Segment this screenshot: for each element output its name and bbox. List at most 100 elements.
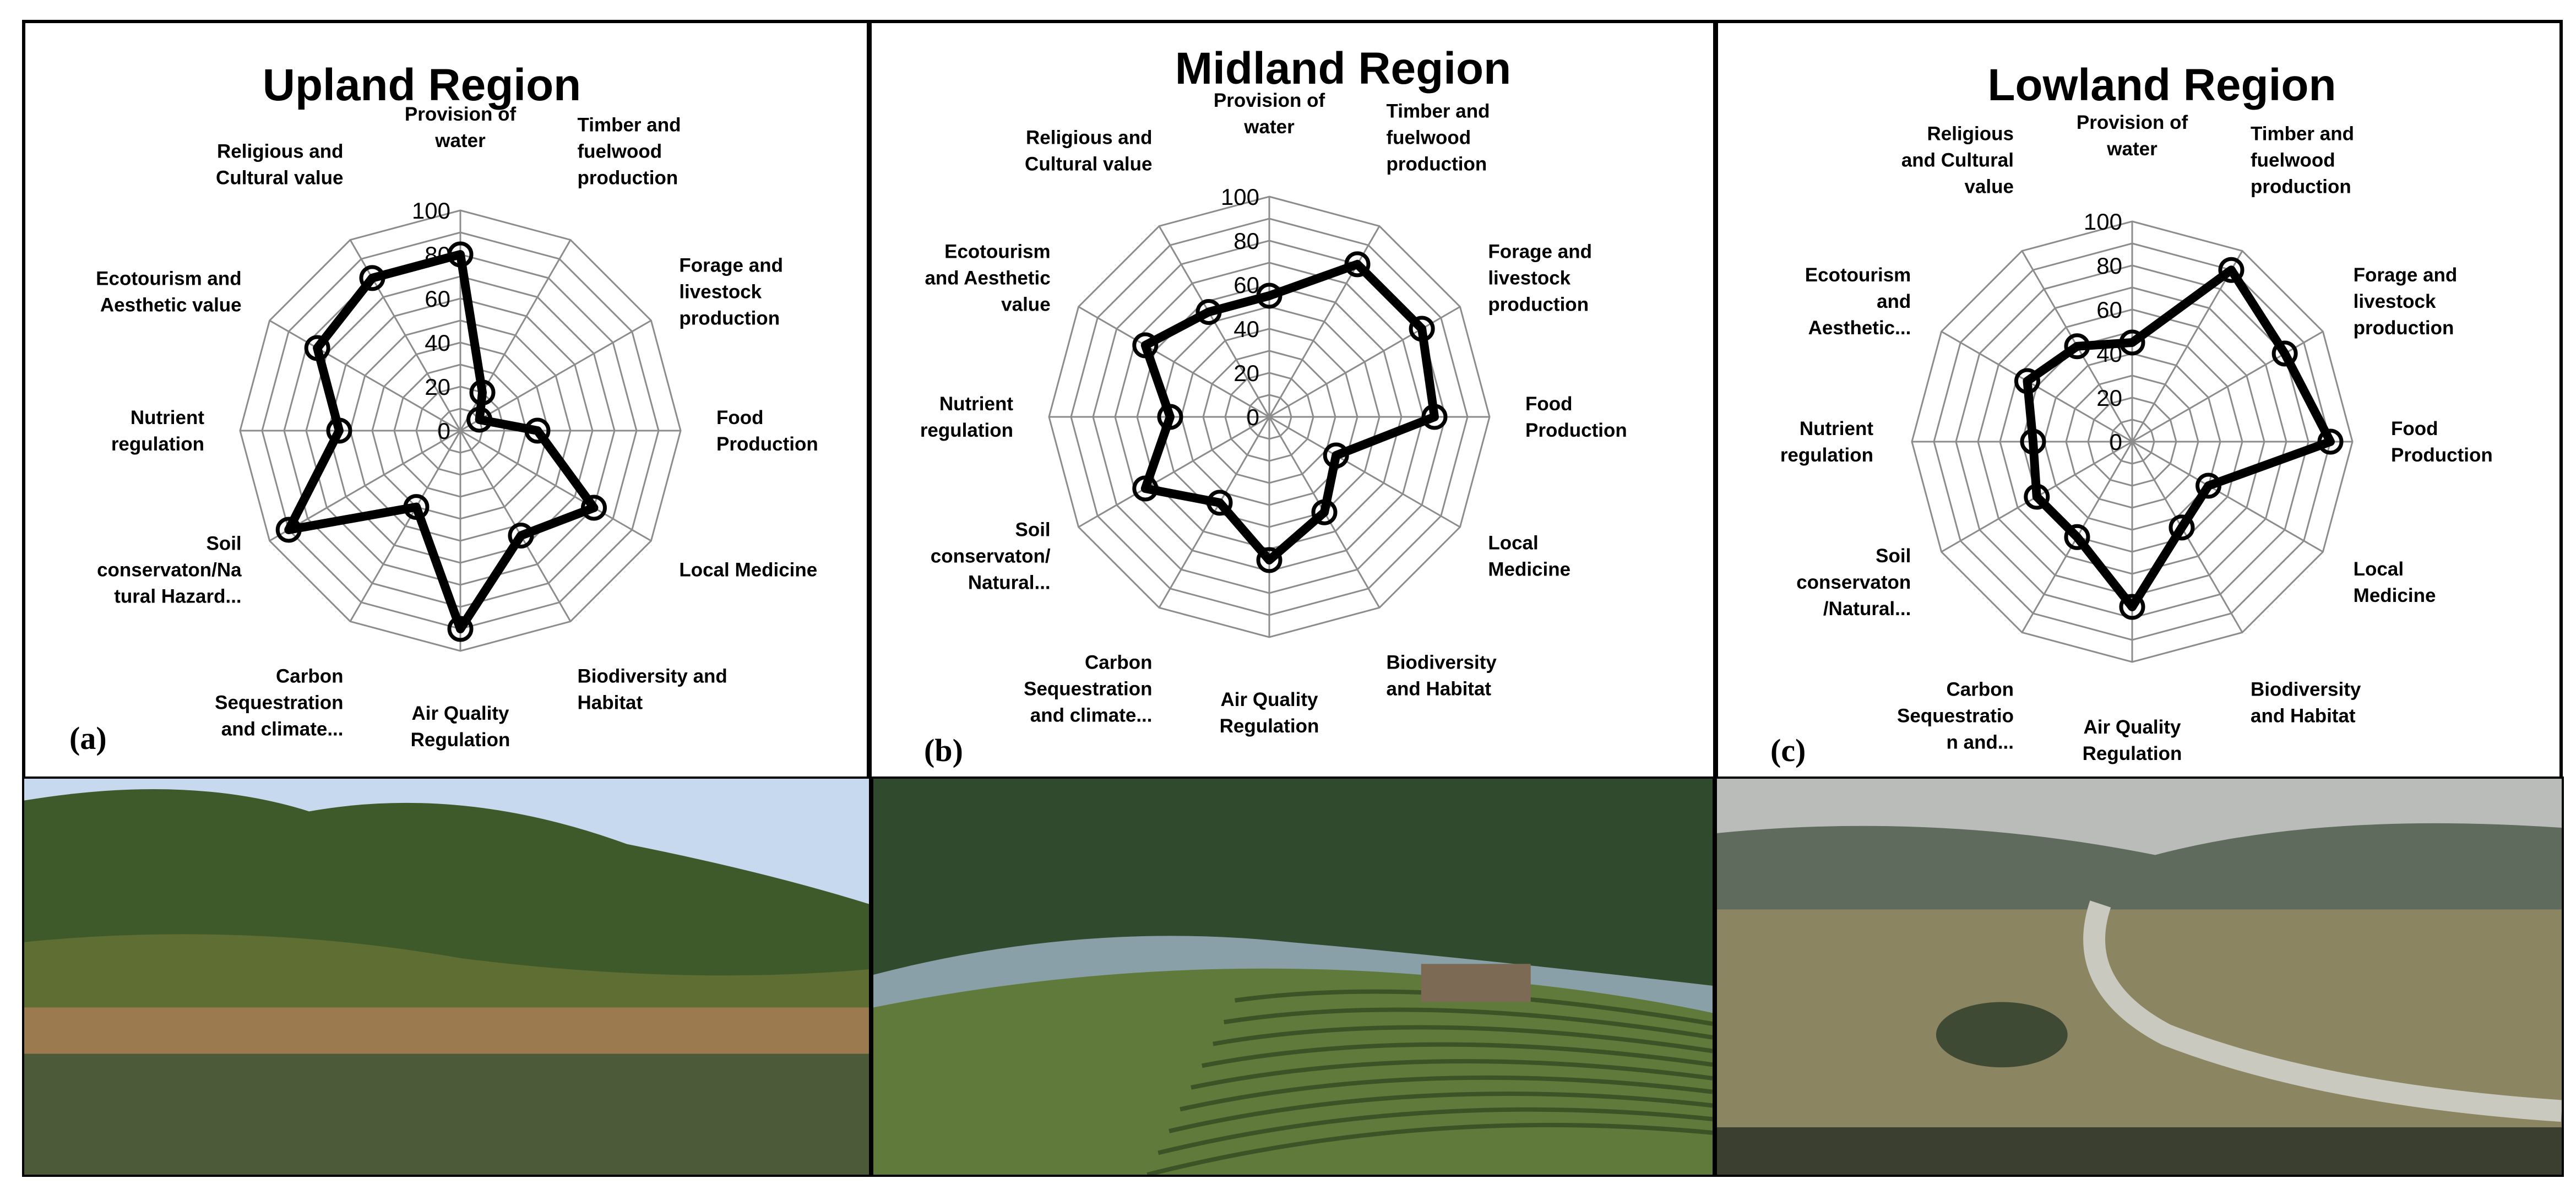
- lowland-photo: [1715, 777, 2564, 1177]
- grid-spoke: [269, 319, 461, 432]
- grid-spoke: [1268, 225, 1381, 417]
- midland-photo: [871, 777, 1715, 1177]
- data-point: [580, 495, 607, 521]
- data-point: [2271, 340, 2298, 367]
- photo-terrace-row: [1169, 1092, 1713, 1133]
- photo-forest-hill: [873, 779, 1713, 986]
- data-point: [2119, 329, 2145, 356]
- midland-terraced-village-photo: [873, 779, 1713, 1175]
- grid-spoke: [2132, 330, 2324, 443]
- axis-category-label: Local Medicine: [679, 560, 817, 581]
- tick-label: 20: [1233, 360, 1259, 386]
- data-point: [2119, 594, 2145, 620]
- data-point: [2195, 473, 2222, 499]
- tick-label: 80: [1233, 228, 1259, 254]
- grid-spoke: [269, 430, 461, 542]
- data-point: [1344, 251, 1371, 278]
- chart-title: Lowland Region: [1987, 60, 2336, 110]
- grid-spoke: [1078, 416, 1270, 528]
- photo-foreground: [1717, 1127, 2562, 1175]
- photo-terrace-row: [1213, 1025, 1713, 1054]
- tick-label: 40: [1233, 316, 1259, 342]
- data-point: [1132, 332, 1159, 359]
- data-point: [359, 265, 385, 291]
- data-point: [2014, 368, 2040, 394]
- data-point: [1157, 404, 1183, 430]
- photo-lake: [24, 1054, 869, 1175]
- data-point: [1195, 298, 1222, 325]
- tick-label: 100: [1221, 184, 1259, 210]
- data-point: [469, 379, 496, 406]
- grid-spoke: [1078, 306, 1270, 418]
- data-point: [447, 616, 474, 642]
- data-point: [2064, 333, 2090, 360]
- photo-terrace-row: [1146, 1122, 1713, 1175]
- tick-label: 0: [2110, 429, 2122, 455]
- grid-spoke: [349, 430, 461, 622]
- data-point: [2169, 514, 2195, 541]
- data-point: [2317, 428, 2344, 455]
- data-point: [2218, 257, 2245, 283]
- upland-photo: [22, 777, 871, 1177]
- data-point: [1207, 490, 1233, 516]
- grid-spoke: [2131, 250, 2243, 442]
- data-point: [403, 494, 430, 520]
- grid-spoke: [1269, 306, 1461, 418]
- panel-label: (b): [924, 732, 963, 768]
- tick-label: 100: [412, 198, 450, 224]
- tick-label: 60: [2096, 297, 2122, 323]
- tick-label: 80: [2096, 253, 2122, 279]
- photo-terrace-row: [1157, 1107, 1713, 1155]
- photo-terrace-row: [1202, 1042, 1713, 1068]
- data-point: [275, 517, 302, 543]
- panel-label: (a): [69, 720, 107, 756]
- data-point: [508, 523, 534, 549]
- grid-spoke: [1269, 416, 1461, 528]
- tick-label: 0: [1247, 404, 1259, 430]
- tick-label: 40: [425, 330, 450, 356]
- data-point: [304, 335, 330, 361]
- data-point: [466, 406, 493, 433]
- data-point: [2020, 428, 2046, 455]
- grid-spoke: [460, 319, 652, 432]
- photo-terrace-row: [1191, 1059, 1713, 1090]
- chart-title: Midland Region: [1175, 44, 1511, 94]
- series-line: [2023, 265, 2335, 611]
- photo-terrace-row: [1224, 1007, 1713, 1040]
- data-point: [1256, 283, 1282, 309]
- tick-label: 60: [425, 286, 450, 312]
- grid-spoke: [2132, 441, 2324, 553]
- data-point: [2024, 484, 2050, 510]
- photo-shore: [24, 1007, 869, 1057]
- tick-label: 20: [425, 374, 450, 400]
